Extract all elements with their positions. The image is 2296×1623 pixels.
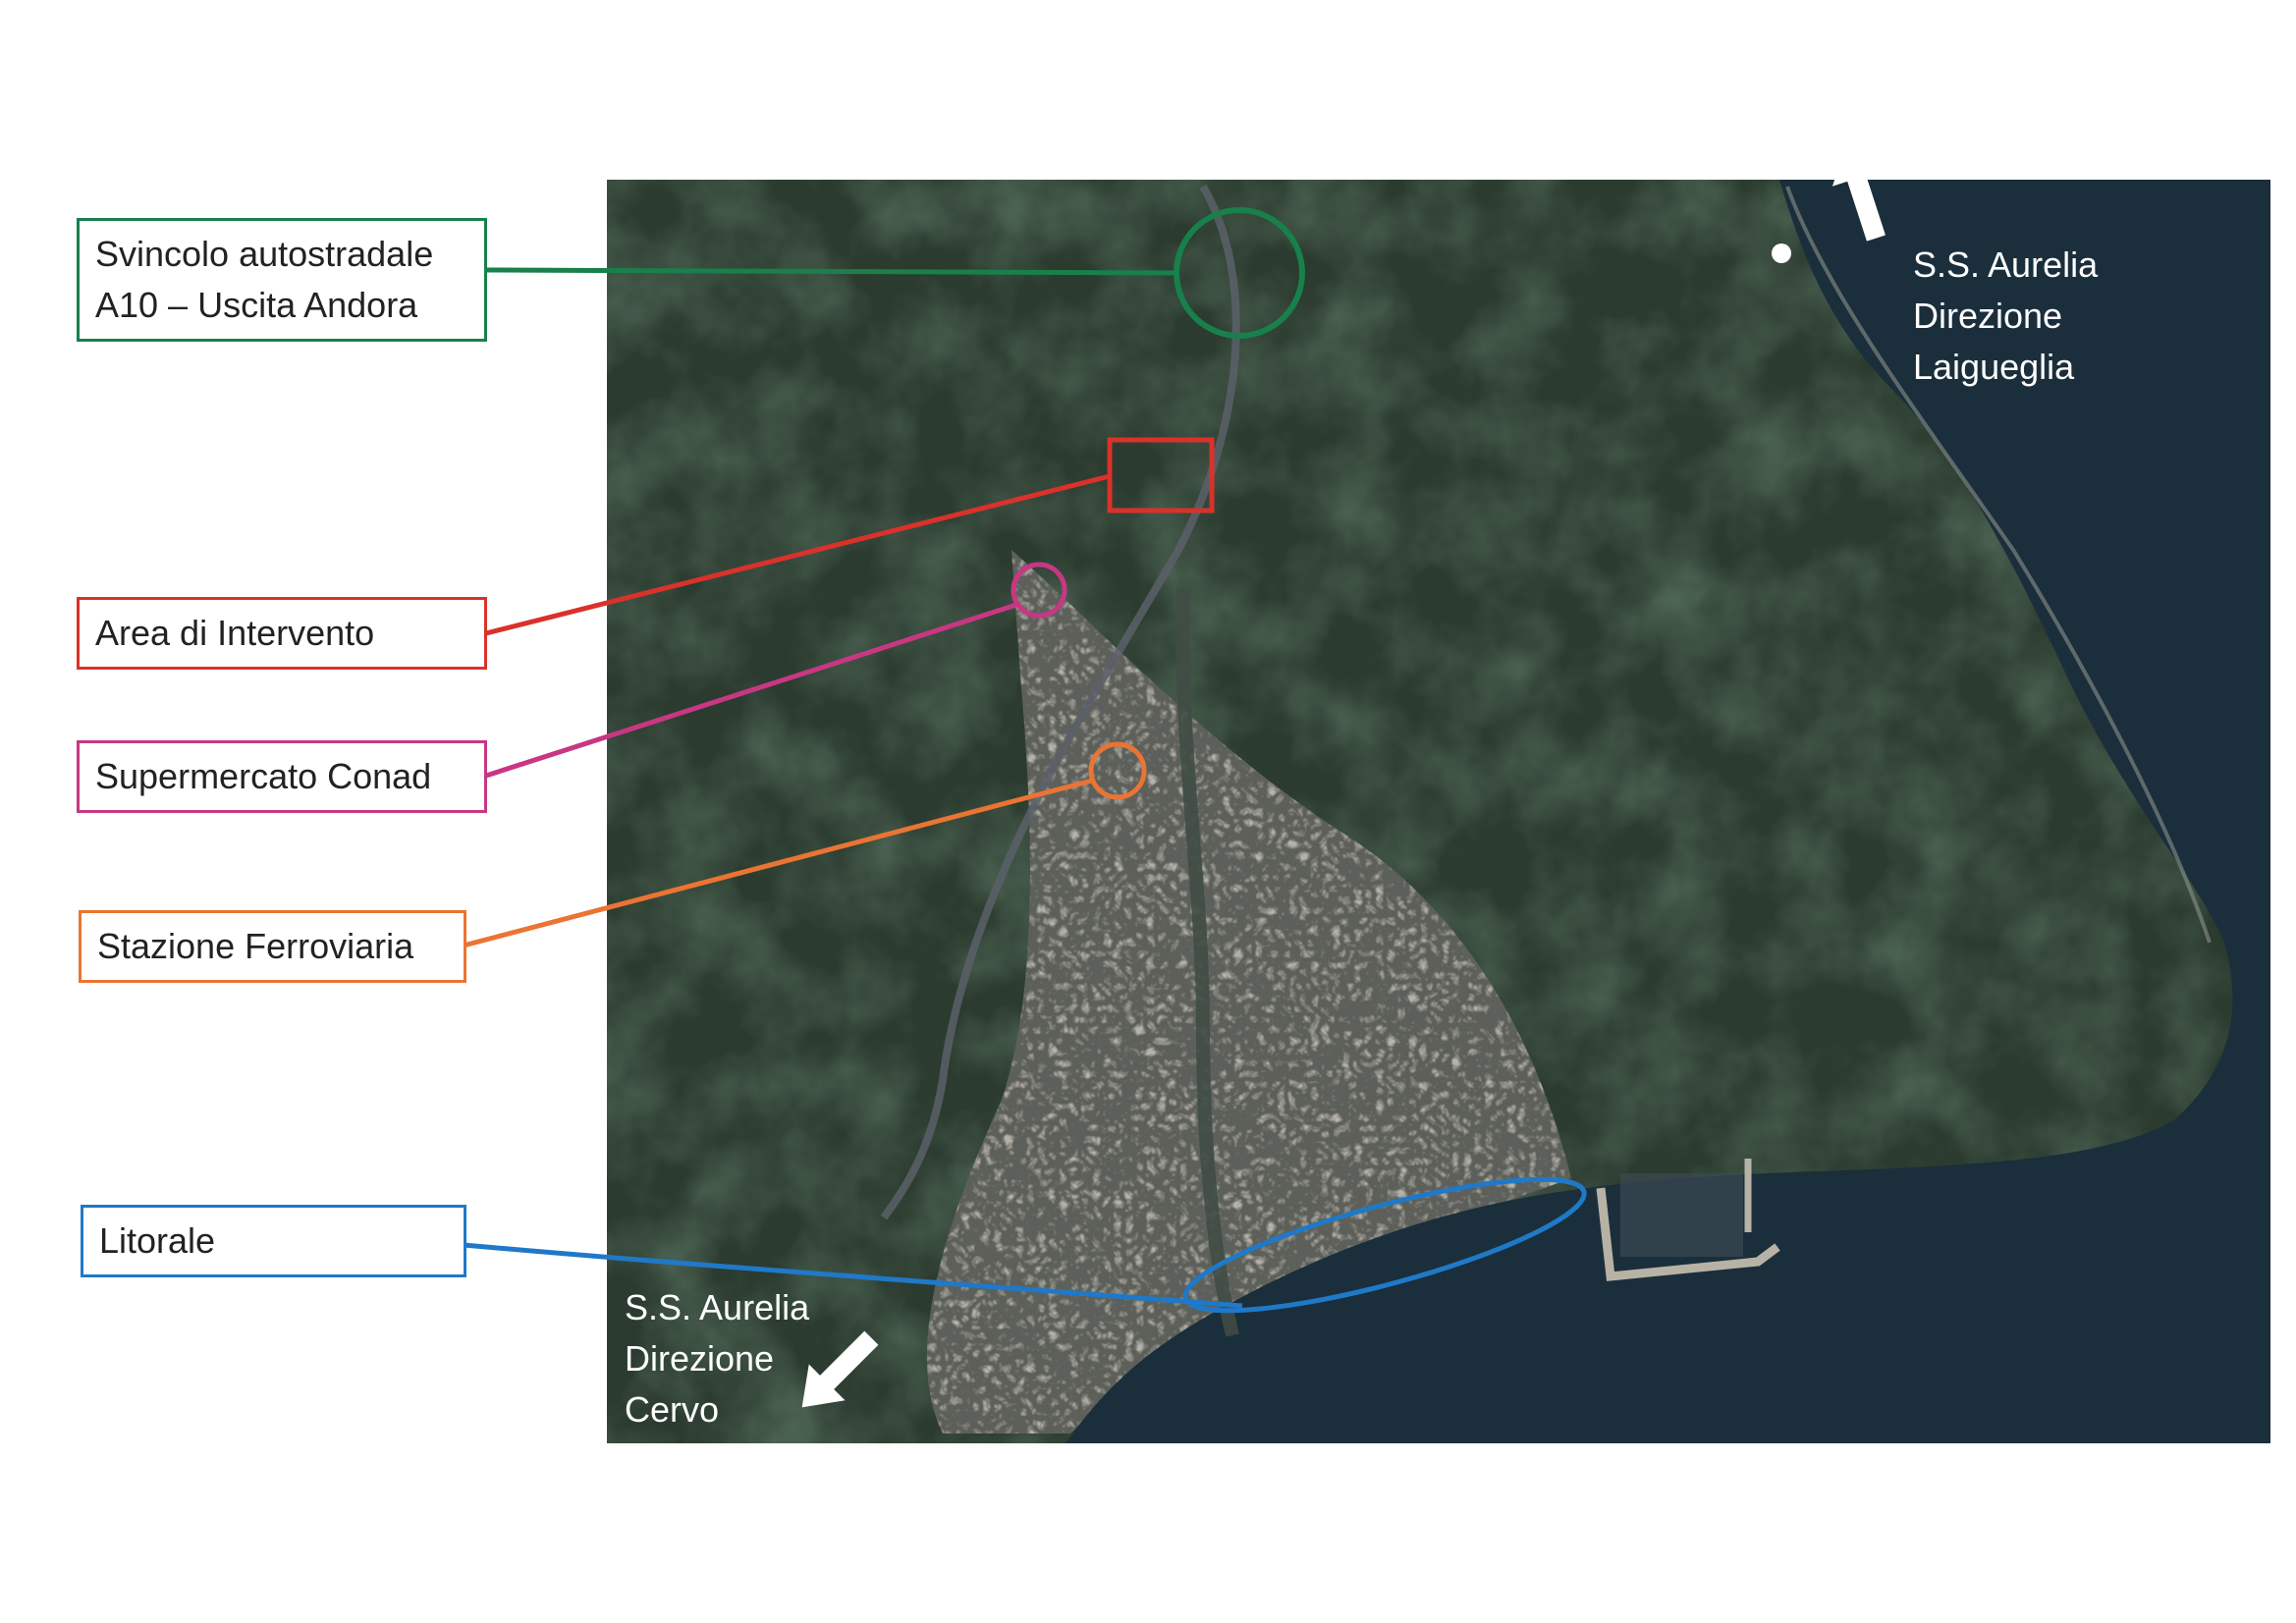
legend-supermarket-label: Supermercato Conad xyxy=(95,756,432,796)
legend-motorway-line-1: Svincolo autostradale xyxy=(95,234,434,274)
legend-intervention-area: Area di Intervento xyxy=(77,597,487,670)
arrow-down-left-icon xyxy=(801,1330,879,1408)
direction-south-line-1: S.S. Aurelia xyxy=(625,1287,810,1327)
legend-intervention-label: Area di Intervento xyxy=(95,613,375,653)
leader-supermarket xyxy=(485,601,1020,779)
leader-coast xyxy=(463,1242,1243,1309)
arrow-up-icon xyxy=(1831,144,1886,242)
legend-motorway-junction: Svincolo autostradale A10 – Uscita Andor… xyxy=(77,218,487,342)
marker-station xyxy=(1088,741,1147,800)
coast-road xyxy=(1785,186,2212,944)
marker-intervention-area xyxy=(1107,437,1215,514)
leader-station xyxy=(463,778,1093,948)
direction-label-laigueglia: S.S. Aurelia Direzione Laigueglia xyxy=(1913,240,2098,393)
motorway-road xyxy=(880,184,1240,1220)
marker-coast xyxy=(1182,1176,1587,1314)
legend-station: Stazione Ferroviaria xyxy=(79,910,466,983)
marker-supermarket xyxy=(1011,562,1067,619)
leader-motorway xyxy=(485,267,1179,276)
direction-south-line-2: Direzione xyxy=(625,1338,775,1379)
direction-north-line-2: Direzione xyxy=(1913,296,2063,336)
harbour xyxy=(1596,1159,1780,1281)
leader-intervention xyxy=(485,473,1111,636)
direction-north-line-1: S.S. Aurelia xyxy=(1913,244,2099,285)
leader-lines xyxy=(463,267,1243,1309)
legend-coast-label: Litorale xyxy=(99,1220,216,1261)
direction-label-cervo: S.S. Aurelia Direzione Cervo xyxy=(625,1282,809,1435)
direction-north-line-3: Laigueglia xyxy=(1913,347,2075,387)
legend-supermarket: Supermercato Conad xyxy=(77,740,487,813)
legend-station-label: Stazione Ferroviaria xyxy=(97,926,414,966)
legend-coast: Litorale xyxy=(81,1205,466,1277)
legend-motorway-line-2: A10 – Uscita Andora xyxy=(95,285,418,325)
location-dot xyxy=(1772,243,1791,263)
river xyxy=(1175,588,1239,1337)
direction-south-line-3: Cervo xyxy=(625,1389,720,1430)
direction-arrows xyxy=(801,144,1886,1408)
satellite-map xyxy=(607,180,2270,1443)
